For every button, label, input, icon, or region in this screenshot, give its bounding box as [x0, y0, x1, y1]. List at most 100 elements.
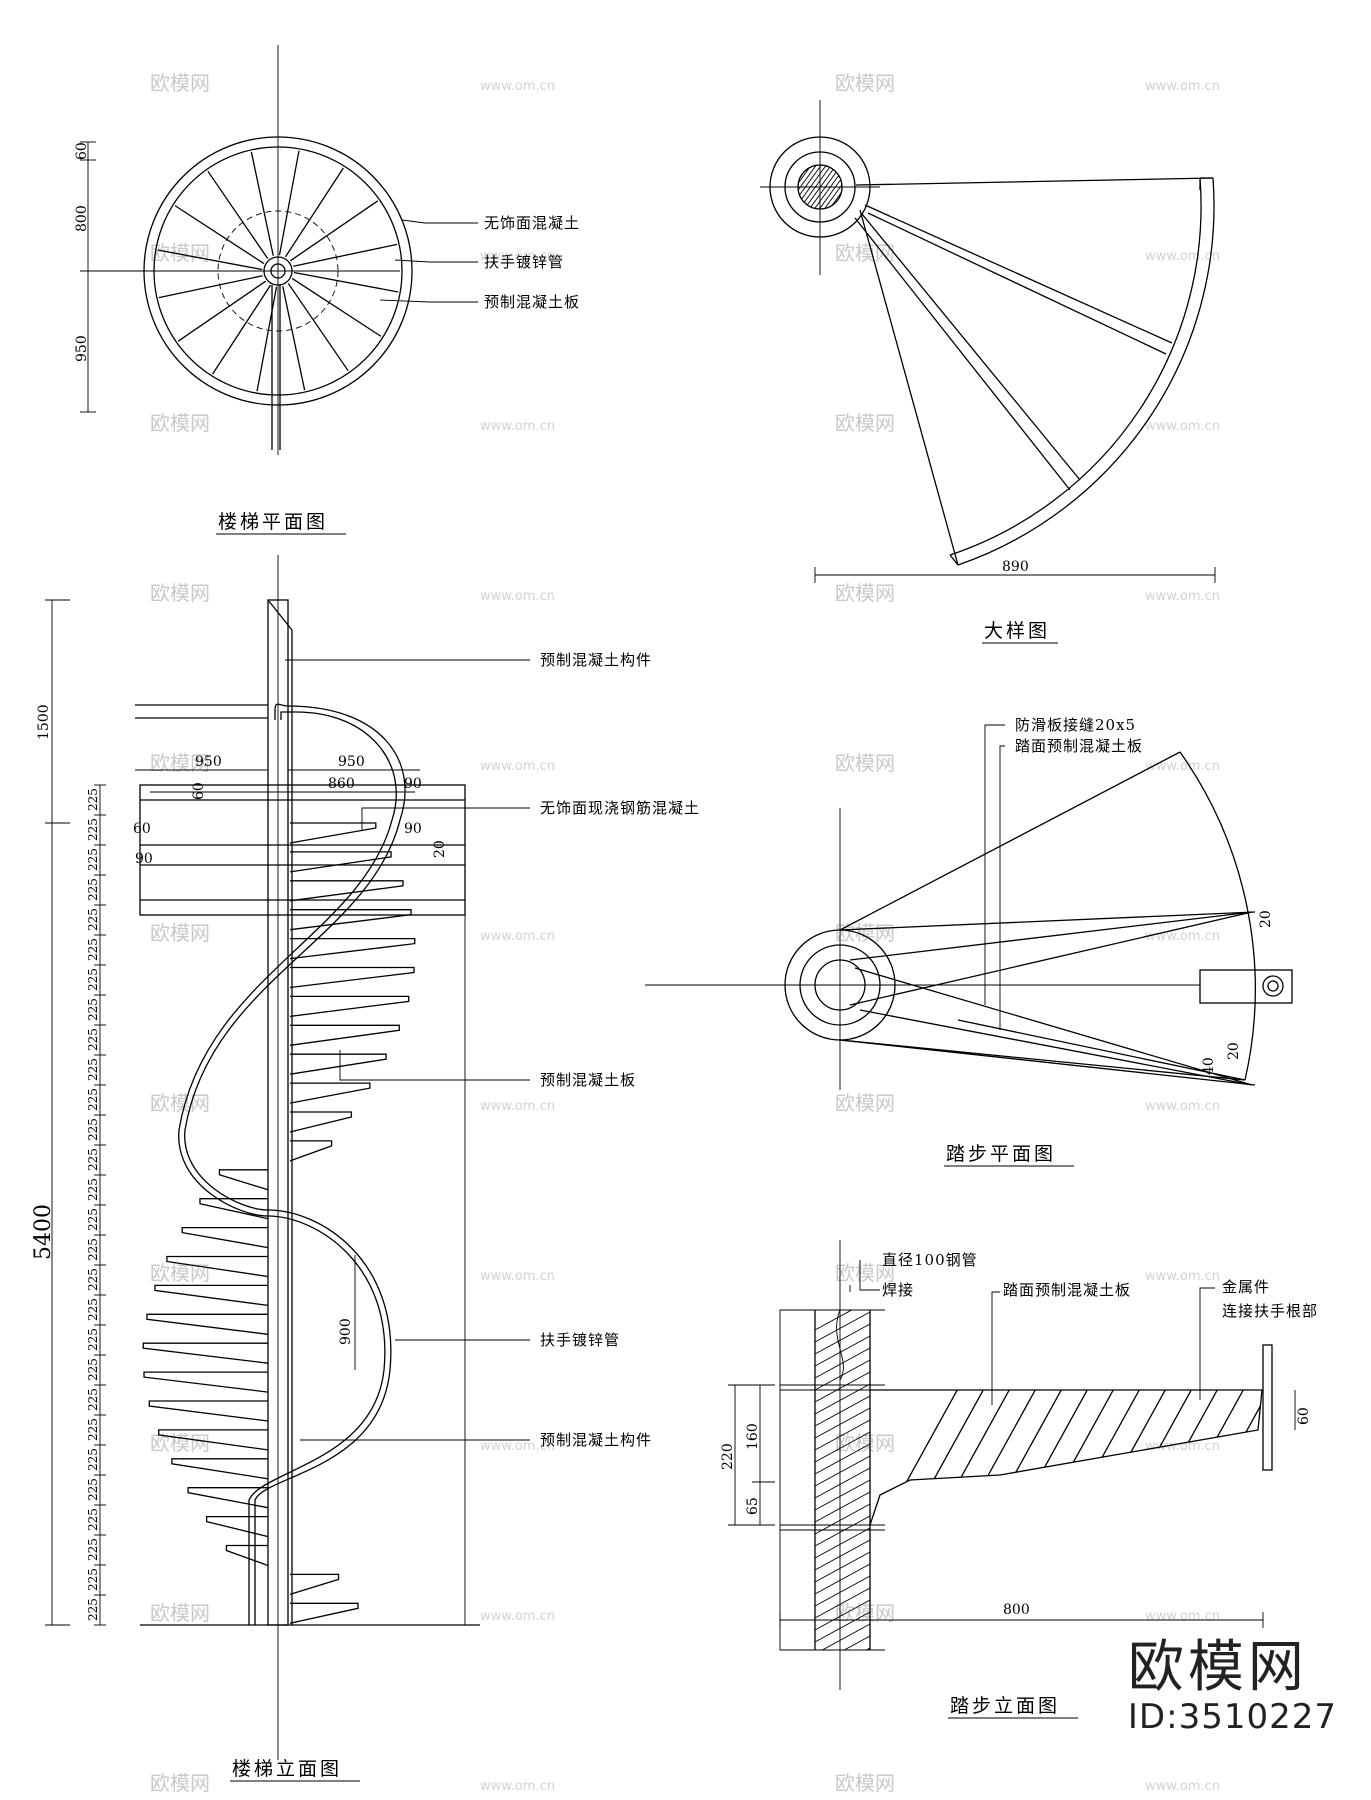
tread-plan-dim-40: 40 — [1201, 1057, 1217, 1075]
tread-elevation-title: 踏步立面图 — [950, 1695, 1060, 1717]
riser-dim-label: 225 — [86, 1058, 100, 1081]
watermark-text: 欧模网 — [150, 1771, 210, 1795]
tread-elev-label-slab: 踏面预制混凝土板 — [1003, 1281, 1131, 1299]
riser-dim-label: 225 — [86, 1238, 100, 1261]
tread-plan-label-slab: 踏面预制混凝土板 — [1015, 737, 1143, 755]
elev-dim-60a: 60 — [191, 782, 207, 800]
tread-elev-dim-160: 160 — [745, 1423, 761, 1450]
elev-label-slab: 预制混凝土板 — [540, 1071, 636, 1089]
elev-dim-90c: 90 — [404, 821, 422, 837]
riser-dim-label: 225 — [86, 1568, 100, 1591]
watermark-text: www.om.cn — [1145, 589, 1220, 604]
watermark-text: www.om.cn — [480, 79, 555, 94]
tread-elev-dim-60: 60 — [1296, 1407, 1312, 1425]
watermark-text: 欧模网 — [150, 411, 210, 435]
watermark-text: www.om.cn — [480, 1609, 555, 1624]
elev-dim-1500: 1500 — [36, 704, 52, 740]
watermark-text: www.om.cn — [480, 589, 555, 604]
tread-plan-label-joint: 防滑板接缝20x5 — [1015, 716, 1136, 734]
watermark-text: 欧模网 — [150, 921, 210, 945]
elev-dim-20: 20 — [432, 840, 448, 858]
riser-dim-label: 225 — [86, 848, 100, 871]
riser-dim-label: 225 — [86, 1448, 100, 1471]
watermark-text: 欧模网 — [150, 751, 210, 775]
watermark-text: 欧模网 — [150, 1091, 210, 1115]
riser-dim-label: 225 — [86, 788, 100, 811]
watermark-text: www.om.cn — [1145, 929, 1220, 944]
riser-dim-label: 225 — [86, 1598, 100, 1621]
tread-elev-label-metal: 金属件 — [1222, 1278, 1270, 1296]
watermark-text: 欧模网 — [835, 581, 895, 605]
elev-dim-950-right: 950 — [338, 754, 365, 770]
watermark-text: www.om.cn — [1145, 1609, 1220, 1624]
elev-dim-60b: 60 — [133, 821, 151, 837]
tread-elev-dim-65: 65 — [745, 1497, 761, 1515]
riser-dim-label: 225 — [86, 1358, 100, 1381]
stair-plan-view: 60 800 950 无饰面混凝土 扶手镀锌管 预制混凝土板 楼梯平面图 — [74, 45, 579, 535]
stair-elevation-view: 1500 5400 225225225225225225225225225225… — [31, 555, 700, 1782]
watermark-text: 欧模网 — [150, 71, 210, 95]
riser-dim-label: 225 — [86, 1298, 100, 1321]
plan-dim-800: 800 — [74, 205, 90, 232]
tread-elev-dim-800: 800 — [1003, 1602, 1030, 1618]
watermark-text: 欧模网 — [835, 71, 895, 95]
elev-label-bottom-member: 预制混凝土构件 — [540, 1431, 652, 1449]
tread-elev-dim-220: 220 — [720, 1443, 736, 1470]
stair-plan-title: 楼梯平面图 — [218, 511, 328, 533]
watermark-text: 欧模网 — [835, 411, 895, 435]
watermark-text: 欧模网 — [835, 921, 895, 945]
watermark-text: 欧模网 — [835, 751, 895, 775]
watermark-text: www.om.cn — [1145, 1099, 1220, 1114]
detail-view: 890 大样图 — [760, 100, 1216, 644]
riser-dim-label: 225 — [86, 1508, 100, 1531]
detail-dim-890: 890 — [1002, 559, 1029, 575]
tread-plan-dim-20b: 20 — [1226, 1042, 1242, 1060]
riser-dim-label: 225 — [86, 1418, 100, 1441]
watermark-text: 欧模网 — [835, 1771, 895, 1795]
watermark-text: www.om.cn — [480, 1269, 555, 1284]
riser-dim-label: 225 — [86, 1328, 100, 1351]
stair-elevation-title: 楼梯立面图 — [232, 1758, 342, 1780]
riser-dim-label: 225 — [86, 1538, 100, 1561]
watermark-text: www.om.cn — [1145, 249, 1220, 264]
elev-label-handrail: 扶手镀锌管 — [540, 1331, 620, 1349]
brand-name: 欧模网 — [1127, 1635, 1308, 1700]
elev-dim-900: 900 — [338, 1318, 354, 1345]
watermark-text: 欧模网 — [835, 1601, 895, 1625]
watermark-text: www.om.cn — [1145, 79, 1220, 94]
elev-dim-950-left: 950 — [195, 754, 222, 770]
tread-plan-title: 踏步平面图 — [946, 1143, 1056, 1165]
watermark-text: www.om.cn — [480, 929, 555, 944]
watermark-text: www.om.cn — [1145, 759, 1220, 774]
elev-label-landing: 无饰面现浇钢筋混凝土 — [540, 799, 700, 817]
riser-dim-label: 225 — [86, 1268, 100, 1291]
riser-dim-label: 225 — [86, 818, 100, 841]
plan-label-handrail: 扶手镀锌管 — [484, 253, 564, 271]
watermark-text: 欧模网 — [835, 1261, 895, 1285]
elev-dim-860: 860 — [328, 776, 355, 792]
watermark-text: 欧模网 — [150, 581, 210, 605]
tread-elev-label-handrail-root: 连接扶手根部 — [1222, 1302, 1318, 1320]
tread-elev-label-weld: 焊接 — [882, 1281, 914, 1299]
tread-plan-dim-20a: 20 — [1258, 910, 1274, 928]
watermark-text: 欧模网 — [150, 241, 210, 265]
watermark-text: 欧模网 — [150, 1261, 210, 1285]
brand-logo: 欧模网 ID:3510227 — [1127, 1635, 1337, 1737]
watermark-text: www.om.cn — [480, 1099, 555, 1114]
riser-dim-label: 225 — [86, 968, 100, 991]
watermark-text: www.om.cn — [1145, 1439, 1220, 1454]
watermark-text: www.om.cn — [480, 759, 555, 774]
plan-dim-60: 60 — [74, 142, 90, 160]
riser-dim-label: 225 — [86, 1148, 100, 1171]
tread-elev-label-pipe: 直径100钢管 — [882, 1251, 978, 1269]
plan-dim-950: 950 — [74, 335, 90, 362]
tread-plan-view: 防滑板接缝20x5 踏面预制混凝土板 20 20 40 踏步平面图 — [645, 716, 1293, 1167]
riser-dim-label: 225 — [86, 1178, 100, 1201]
brand-id: ID:3510227 — [1127, 1697, 1337, 1737]
watermark-text: 欧模网 — [150, 1601, 210, 1625]
watermark-text: www.om.cn — [1145, 1779, 1220, 1794]
watermark-text: 欧模网 — [835, 1091, 895, 1115]
watermark-text: www.om.cn — [480, 249, 555, 264]
riser-dim-label: 225 — [86, 998, 100, 1021]
